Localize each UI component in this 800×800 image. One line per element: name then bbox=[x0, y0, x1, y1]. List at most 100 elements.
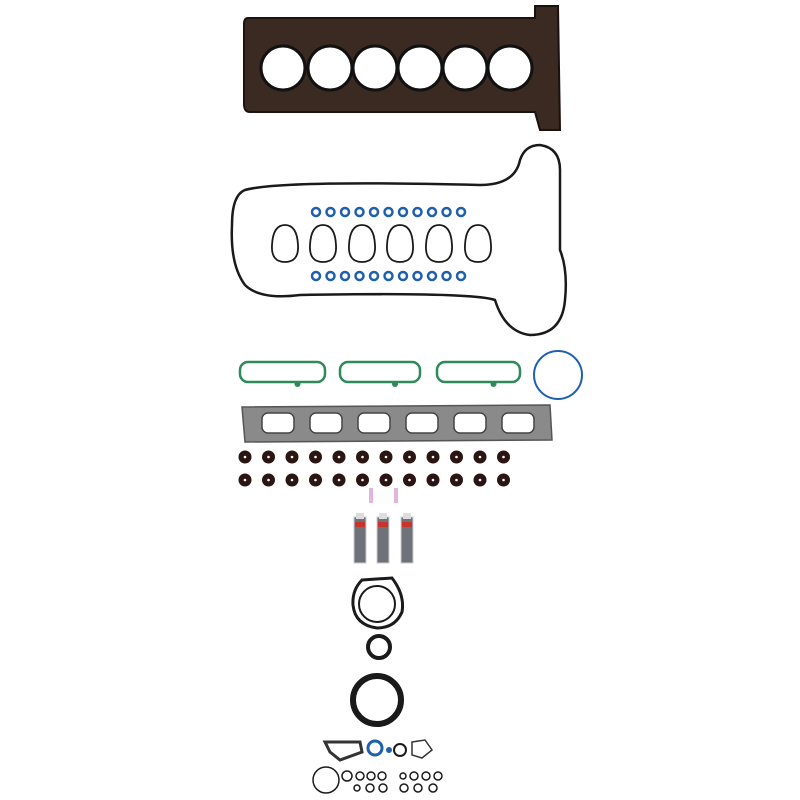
blue-o-ring bbox=[325, 206, 336, 218]
valve-stem-seal-hole bbox=[384, 478, 388, 482]
blue-o-ring bbox=[310, 270, 322, 282]
valve-stem-seal-hole bbox=[455, 455, 458, 459]
blue-o-ring bbox=[397, 206, 409, 218]
oil-filter-adapter-gasket bbox=[322, 740, 364, 762]
blue-o-ring bbox=[368, 270, 380, 282]
blue-o-ring bbox=[383, 270, 394, 282]
small-o-ring bbox=[341, 770, 353, 782]
valve-stem-seal-hole bbox=[431, 455, 435, 459]
valve-stem-seal-hole bbox=[314, 478, 317, 482]
tube-cap bbox=[379, 513, 387, 519]
tube-cap bbox=[403, 513, 411, 519]
cylinder-bore bbox=[259, 44, 307, 92]
spark-plug-tube-seal bbox=[425, 224, 453, 263]
o-ring bbox=[393, 743, 407, 757]
valve-stem-seal-hole bbox=[384, 455, 388, 459]
gasket-tab bbox=[392, 381, 398, 387]
spark-plug-tube-seal bbox=[386, 224, 414, 263]
front-crank-seal bbox=[366, 634, 392, 660]
valve-stem-seal-hole bbox=[267, 455, 270, 459]
blue-o-ring bbox=[412, 270, 423, 282]
spark-plug-tube-seal bbox=[309, 224, 337, 263]
small-o-ring bbox=[366, 771, 376, 781]
blue-o-ring bbox=[455, 270, 467, 282]
valve-stem-seal-hole bbox=[478, 478, 482, 482]
small-o-ring bbox=[377, 771, 387, 781]
valve-stem-seal-hole bbox=[455, 478, 458, 482]
valve-stem-seal-hole bbox=[408, 455, 411, 459]
valve-stem-seal-hole bbox=[290, 455, 294, 459]
exhaust-port bbox=[309, 412, 343, 434]
small-o-ring bbox=[365, 783, 375, 793]
tube-label bbox=[402, 522, 412, 527]
small-o-ring bbox=[409, 771, 419, 781]
blue-o-ring-large bbox=[533, 350, 583, 400]
blue-o-ring bbox=[325, 270, 336, 282]
thermostat-gasket bbox=[411, 739, 434, 759]
valve-stem-seal-hole bbox=[337, 455, 341, 459]
intake-manifold-gasket bbox=[338, 360, 422, 384]
blue-o-ring bbox=[441, 270, 452, 282]
valve-stem-seal-hole bbox=[431, 478, 435, 482]
valve-stem-seal-hole bbox=[408, 478, 411, 482]
exhaust-port bbox=[453, 412, 487, 434]
blue-o-ring bbox=[383, 206, 394, 218]
valve-stem-seal-hole bbox=[243, 455, 247, 459]
exhaust-port bbox=[261, 412, 295, 434]
tube-cap bbox=[356, 513, 364, 519]
cylinder-bore bbox=[351, 44, 399, 92]
blue-o-ring bbox=[354, 206, 365, 218]
valve-stem-seal-hole bbox=[290, 478, 294, 482]
small-o-ring bbox=[353, 784, 361, 792]
blue-o-ring bbox=[412, 206, 423, 218]
valve-stem-seal-hole bbox=[502, 455, 505, 459]
small-o-ring bbox=[399, 783, 409, 793]
gasket-tab bbox=[490, 381, 497, 387]
exhaust-port bbox=[405, 412, 439, 434]
exhaust-port bbox=[501, 412, 535, 434]
small-o-ring bbox=[413, 783, 423, 793]
small-seal bbox=[386, 747, 392, 753]
pink-stick bbox=[369, 488, 373, 503]
exhaust-port bbox=[357, 412, 391, 434]
blue-o-ring bbox=[368, 206, 380, 218]
gasket-tab bbox=[294, 381, 301, 387]
spark-plug-tube-seal bbox=[464, 224, 492, 263]
large-o-ring bbox=[312, 766, 340, 794]
small-o-ring bbox=[355, 771, 365, 781]
blue-o-ring bbox=[426, 270, 438, 282]
tube-label bbox=[355, 522, 365, 527]
blue-o-ring bbox=[397, 270, 409, 282]
valve-stem-seal-hole bbox=[337, 478, 341, 482]
blue-o-ring bbox=[310, 206, 322, 218]
spark-plug-tube-seal bbox=[348, 224, 376, 263]
intake-manifold-gasket bbox=[435, 360, 522, 384]
blue-o-ring bbox=[354, 270, 365, 282]
exhaust-manifold-gasket bbox=[241, 404, 553, 443]
front-cover-gasket bbox=[351, 576, 404, 630]
blue-o-ring bbox=[426, 206, 438, 218]
valve-stem-seal-hole bbox=[478, 455, 482, 459]
valve-stem-seal-hole bbox=[267, 478, 270, 482]
blue-o-ring bbox=[339, 270, 351, 282]
cylinder-bore bbox=[396, 44, 444, 92]
blue-seal bbox=[366, 739, 384, 757]
valve-cover-gasket bbox=[230, 143, 568, 337]
cylinder-bore bbox=[486, 44, 534, 92]
small-o-ring bbox=[421, 771, 431, 781]
rear-main-seal bbox=[350, 673, 404, 727]
valve-stem-seal-hole bbox=[243, 478, 247, 482]
valve-stem-seal-hole bbox=[314, 455, 317, 459]
intake-manifold-gasket bbox=[238, 360, 327, 384]
small-o-ring bbox=[428, 783, 438, 793]
spark-plug-tube-seal bbox=[271, 224, 299, 263]
blue-o-ring bbox=[339, 206, 351, 218]
pink-stick bbox=[394, 488, 398, 503]
cylinder-bore bbox=[306, 44, 354, 92]
small-o-ring bbox=[399, 772, 407, 780]
blue-o-ring bbox=[441, 206, 452, 218]
valve-stem-seal-hole bbox=[361, 455, 364, 459]
small-o-ring bbox=[378, 783, 388, 793]
